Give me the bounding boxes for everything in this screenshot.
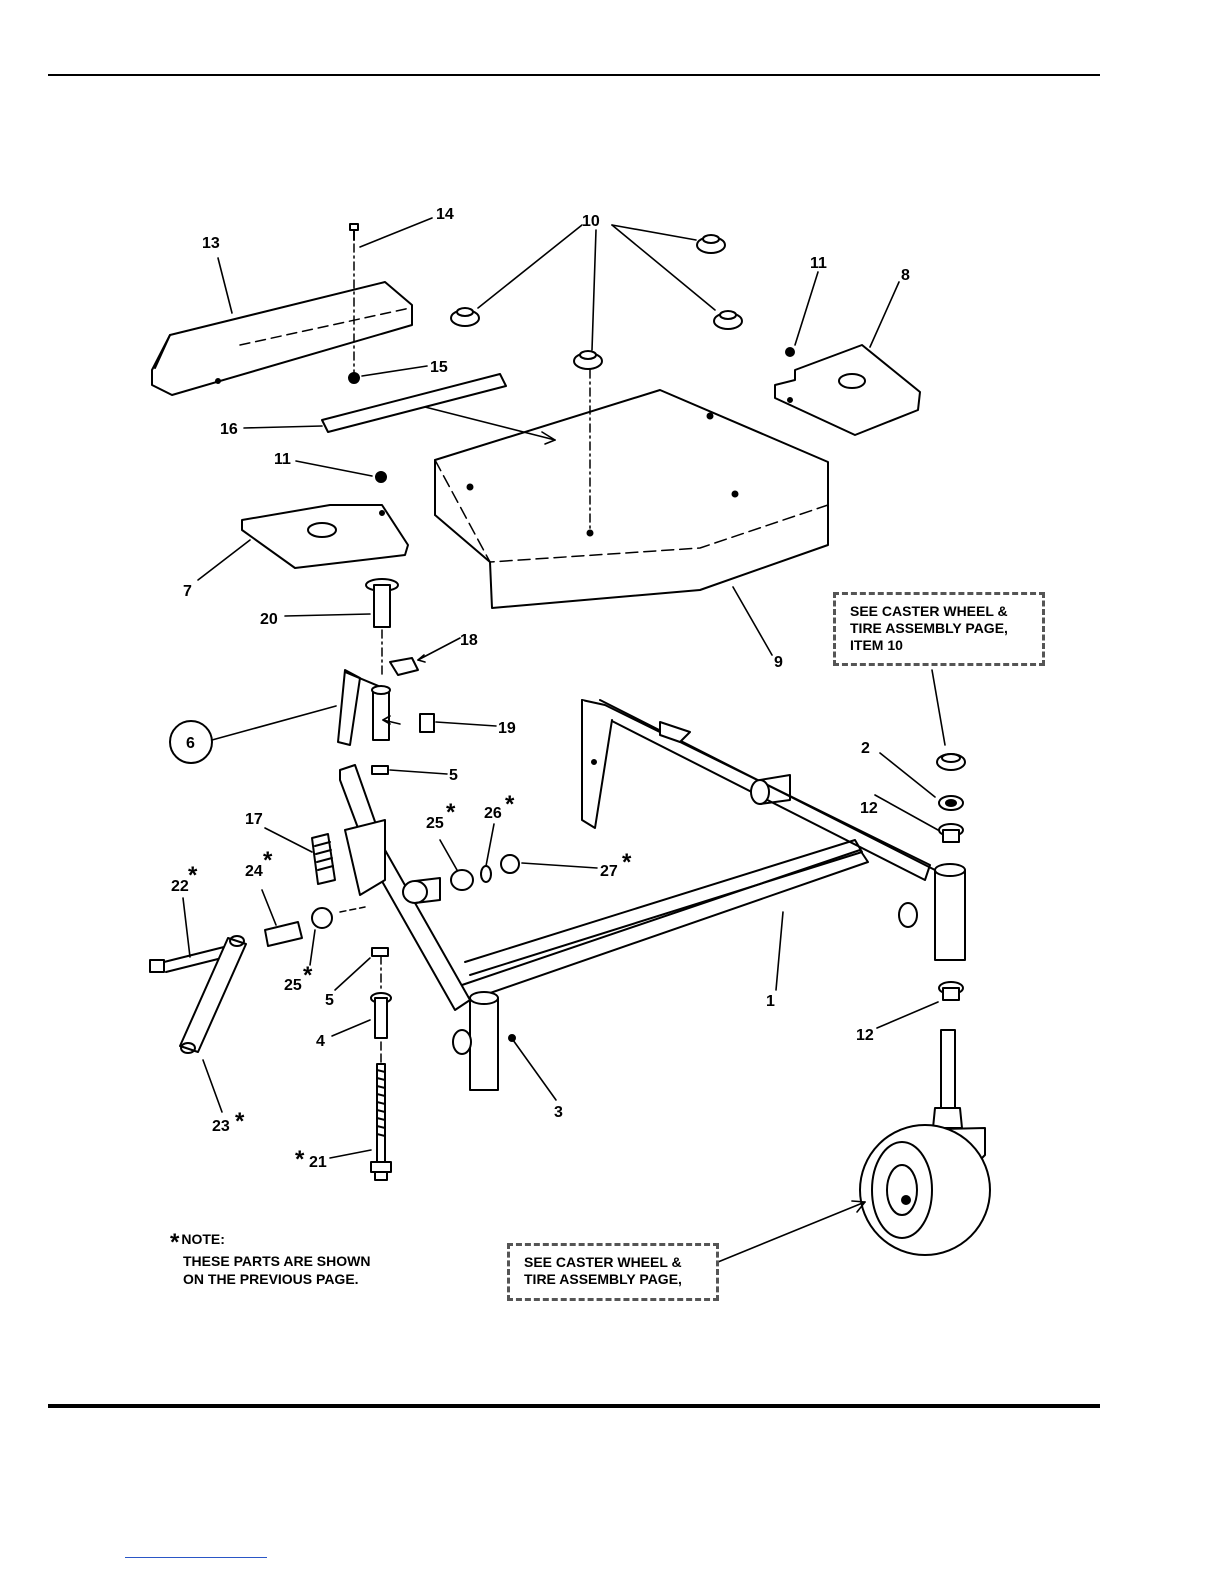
- callout-14: 14: [436, 206, 454, 223]
- nut-27: [501, 855, 519, 873]
- callout-12-bottom: 12: [856, 1027, 874, 1044]
- caster-reference-note-top: SEE CASTER WHEEL & TIRE ASSEMBLY PAGE, I…: [833, 592, 1045, 666]
- caster-bottom-line-1: SEE CASTER WHEEL &: [524, 1254, 702, 1271]
- callout-26: 26: [484, 805, 502, 822]
- note-heading: NOTE:: [181, 1231, 225, 1247]
- callout-16: 16: [220, 421, 238, 438]
- callout-6: 6: [186, 735, 195, 752]
- assembly-line-25: [340, 907, 365, 912]
- asterisk-21: *: [295, 1146, 305, 1173]
- callout-17: 17: [245, 811, 263, 828]
- bushing-24-tube: [403, 878, 440, 903]
- callout-8: 8: [901, 267, 910, 284]
- callout-2: 2: [861, 740, 870, 757]
- callout-12-top: 12: [860, 800, 878, 817]
- callout-5-top: 5: [449, 767, 458, 784]
- bushing-25-right: [451, 870, 473, 890]
- bearing-12-bottom: [939, 982, 963, 1000]
- washer-5-bottom: [372, 948, 388, 956]
- sleeve-4: [371, 993, 391, 1038]
- callout-27: 27: [600, 863, 618, 880]
- nut-15: [349, 373, 359, 383]
- callout-22: 22: [171, 878, 189, 895]
- bolt-21: [371, 1064, 391, 1180]
- callout-13: 13: [202, 235, 220, 252]
- callout-5-bottom: 5: [325, 992, 334, 1009]
- asterisk-25-left: *: [303, 962, 313, 989]
- spindle-20: [366, 579, 398, 627]
- shield-plate-13: [152, 282, 412, 395]
- note-line-2: ON THE PREVIOUS PAGE.: [170, 1270, 370, 1288]
- asterisk-26: *: [505, 791, 515, 818]
- washer-5-top: [372, 766, 388, 774]
- footer-rule: [48, 1404, 1100, 1408]
- label-18: [390, 658, 418, 675]
- nut-11-left: [376, 472, 386, 482]
- callout-25-left: 25: [284, 977, 302, 994]
- asterisk-23: *: [235, 1108, 245, 1135]
- deck-housing-9: [435, 390, 828, 608]
- knob-10-d: [714, 311, 742, 329]
- callout-24: 24: [245, 863, 263, 880]
- leader-lines: [1, 0, 945, 1158]
- plate-7: [242, 505, 408, 568]
- caster-top-line-3: ITEM 10: [850, 637, 1028, 654]
- bearing-12-top: [939, 824, 963, 842]
- dust-cap-2-top: [937, 754, 965, 770]
- screw-14: [350, 224, 358, 240]
- callout-11-left: 11: [274, 451, 291, 468]
- nut-11-right: [786, 348, 794, 356]
- knob-10-a: [451, 308, 479, 326]
- callout-7: 7: [183, 583, 192, 600]
- callout-18: 18: [460, 632, 478, 649]
- callout-20: 20: [260, 611, 278, 628]
- caster-top-line-2: TIRE ASSEMBLY PAGE,: [850, 620, 1028, 637]
- bushing-25-left: [312, 908, 332, 928]
- parts-note: *NOTE: THESE PARTS ARE SHOWN ON THE PREV…: [170, 1230, 370, 1288]
- callout-15: 15: [430, 359, 448, 376]
- seal-2: [939, 796, 963, 810]
- bolt-3: [509, 1035, 515, 1041]
- spring-17: [312, 834, 335, 884]
- washer-26: [481, 866, 491, 882]
- callout-25-right: 25: [426, 815, 444, 832]
- knob-10-b: [574, 351, 602, 369]
- callout-19: 19: [498, 720, 516, 737]
- note-asterisk: *: [170, 1229, 179, 1256]
- callout-21: 21: [309, 1154, 327, 1171]
- callout-4: 4: [316, 1033, 325, 1050]
- asterisk-25-right: *: [446, 799, 456, 826]
- knob-10-c: [697, 235, 725, 253]
- pivot-arm-6: [338, 670, 390, 745]
- note-line-1: THESE PARTS ARE SHOWN: [170, 1252, 370, 1270]
- asterisk-22: *: [188, 862, 198, 889]
- caster-reference-note-bottom: SEE CASTER WHEEL & TIRE ASSEMBLY PAGE,: [507, 1243, 719, 1301]
- callout-23: 23: [212, 1118, 230, 1135]
- asterisk-24: *: [263, 847, 273, 874]
- callout-11-right: 11: [810, 255, 827, 272]
- spacer-24: [265, 922, 302, 946]
- caster-bottom-line-2: TIRE ASSEMBLY PAGE,: [524, 1271, 702, 1288]
- plate-8: [775, 345, 920, 435]
- callout-9: 9: [774, 654, 783, 671]
- caster-wheel: [860, 1030, 990, 1255]
- callout-1: 1: [766, 993, 775, 1010]
- caster-top-line-1: SEE CASTER WHEEL &: [850, 603, 1028, 620]
- callout-3: 3: [554, 1104, 563, 1121]
- label-19: [420, 714, 434, 732]
- footer-link-underline: [125, 1557, 267, 1558]
- asterisk-27: *: [622, 849, 632, 876]
- strip-16: [322, 374, 506, 432]
- callout-6-circle: 6: [170, 721, 212, 763]
- callout-10: 10: [582, 213, 600, 230]
